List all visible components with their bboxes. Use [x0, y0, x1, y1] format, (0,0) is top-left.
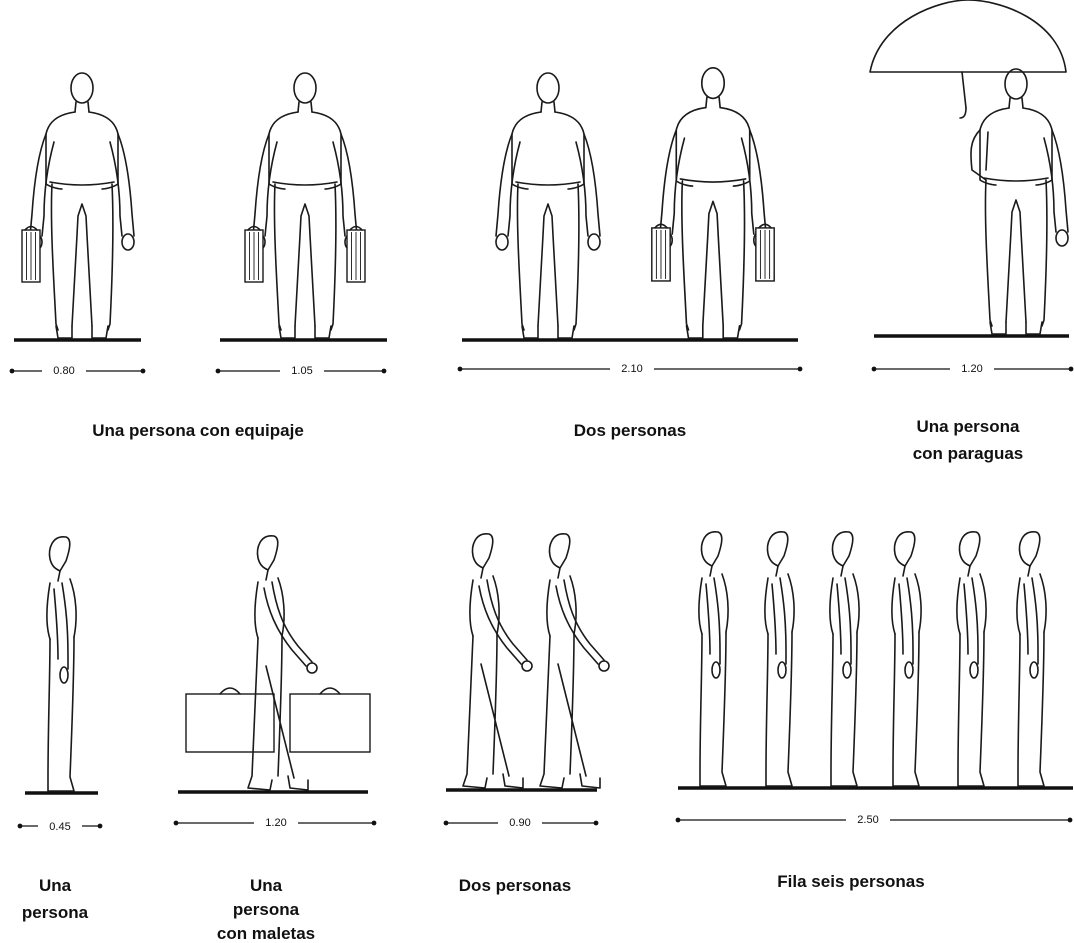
caption-maletas-line3: con maletas [217, 924, 315, 943]
dimension-line-0-80 [9, 368, 146, 374]
person-walking-second [539, 533, 610, 789]
queue-person-6 [1016, 531, 1047, 787]
person-right-of-pair [651, 66, 775, 339]
dimension-label-1-20-umbrella: 1.20 [961, 363, 982, 375]
caption-maletas-line1: Una [250, 876, 283, 895]
caption-maletas-line2: persona [233, 900, 300, 919]
suitcases [185, 687, 371, 753]
caption-fila-seis-personas: Fila seis personas [777, 872, 924, 891]
person-with-two-bags [244, 72, 366, 339]
dimension-label-2-50: 2.50 [857, 814, 878, 826]
person-side-standing [46, 536, 77, 792]
caption-persona-con-equipaje: Una persona con equipaje [92, 421, 304, 440]
queue-person-4 [891, 531, 922, 787]
dimension-label-0-45: 0.45 [49, 821, 70, 833]
caption-una-persona-line2: persona [22, 903, 89, 922]
dimension-line-0-90 [443, 820, 599, 826]
person-walking-first [462, 533, 533, 789]
person-carrying-suitcases [247, 535, 318, 791]
queue-person-3 [829, 531, 860, 787]
dimension-line-1-20-suitcases [173, 820, 377, 826]
dimension-label-1-20-suitcases: 1.20 [265, 817, 286, 829]
dimension-label-0-90: 0.90 [509, 817, 530, 829]
person-left-of-pair [495, 72, 601, 339]
dimension-label-1-05: 1.05 [291, 365, 312, 377]
figures-layer [14, 0, 1073, 795]
caption-dos-personas-bottom: Dos personas [459, 876, 571, 895]
queue-person-2 [764, 531, 795, 787]
person-with-umbrella [970, 68, 1069, 335]
queue-person-1 [698, 531, 729, 787]
person-with-one-bag [21, 72, 135, 339]
caption-dos-personas-top: Dos personas [574, 421, 686, 440]
caption-umbrella-line2: con paraguas [913, 444, 1024, 463]
dimension-line-0-45 [17, 823, 103, 829]
dimension-line-1-05 [215, 368, 387, 374]
caption-umbrella-line1: Una persona [917, 417, 1021, 436]
dimension-line-2-50 [675, 817, 1073, 823]
caption-una-persona-line1: Una [39, 876, 72, 895]
dimension-line-1-20-umbrella [871, 366, 1074, 372]
dimension-label-0-80: 0.80 [53, 365, 74, 377]
dimension-label-2-10: 2.10 [621, 363, 642, 375]
dimension-line-2-10 [457, 366, 803, 372]
umbrella [869, 0, 1067, 119]
dimensions-layer [9, 366, 1074, 829]
queue-person-5 [956, 531, 987, 787]
